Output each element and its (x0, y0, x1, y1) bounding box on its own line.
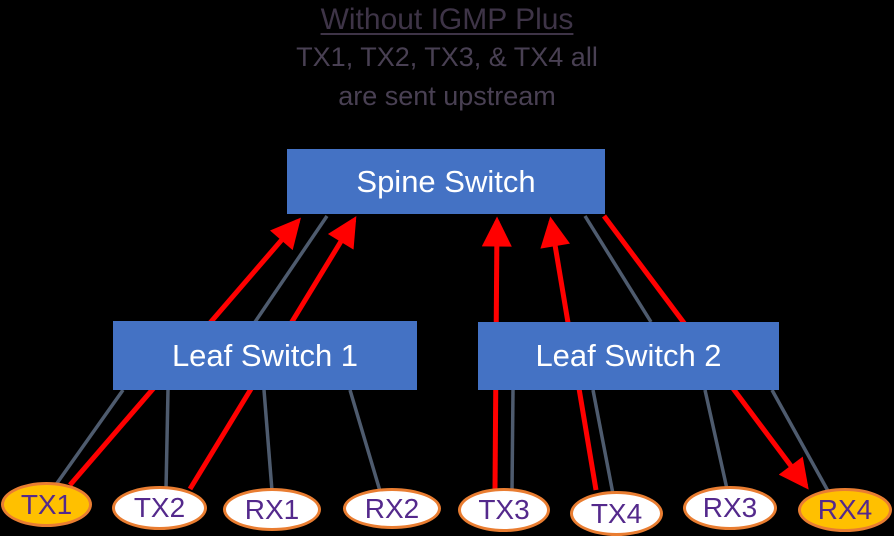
node-rx3-label: RX3 (702, 492, 758, 523)
link-leaf2-tx3 (510, 389, 515, 492)
node-tx2-label: TX2 (133, 492, 186, 523)
spine-switch-box: Spine Switch (287, 149, 605, 214)
node-rx1-label: RX1 (244, 493, 300, 525)
diagram-title: Without IGMP Plus (320, 3, 574, 36)
leaf-switch-2-label: Leaf Switch 2 (535, 338, 722, 373)
spine-switch-label: Spine Switch (356, 163, 536, 199)
node-tx3-label: TX3 (478, 494, 530, 525)
link-leaf1-rx2 (348, 389, 382, 492)
link-leaf1-tx2 (164, 389, 170, 491)
leaf-switch-1-box: Leaf Switch 1 (113, 321, 417, 390)
node-rx1: RX1 (223, 488, 321, 531)
diagram-subtitle-line1: TX1, TX2, TX3, & TX4 all (296, 42, 598, 72)
node-tx1: TX1 (1, 482, 92, 527)
node-rx2: RX2 (343, 488, 441, 529)
node-rx2-label: RX2 (364, 492, 420, 524)
node-tx2: TX2 (112, 486, 207, 530)
link-lines (53, 215, 830, 495)
link-leaf2-rx3 (703, 389, 729, 490)
link-spine-leaf1 (253, 215, 329, 323)
node-tx4: TX4 (570, 491, 663, 536)
node-rx4: RX4 (798, 488, 892, 532)
leaf-switch-2-box: Leaf Switch 2 (478, 322, 779, 390)
node-rx3: RX3 (683, 486, 777, 530)
leaf-switch-1-label: Leaf Switch 1 (171, 337, 359, 373)
node-tx4-label: TX4 (590, 497, 643, 529)
title-block: Without IGMP Plus TX1, TX2, TX3, & TX4 a… (0, 2, 894, 116)
link-spine-leaf2 (583, 215, 653, 323)
link-leaf2-tx4 (591, 389, 615, 495)
node-tx3: TX3 (458, 488, 550, 532)
node-tx1-label: TX1 (20, 488, 73, 520)
link-leaf1-tx1 (53, 388, 125, 488)
link-leaf1-rx1 (262, 389, 274, 492)
node-rx4-label: RX4 (817, 494, 873, 525)
link-leaf2-rx4 (770, 389, 830, 492)
diagram-subtitle-line2: are sent upstream (338, 81, 556, 111)
